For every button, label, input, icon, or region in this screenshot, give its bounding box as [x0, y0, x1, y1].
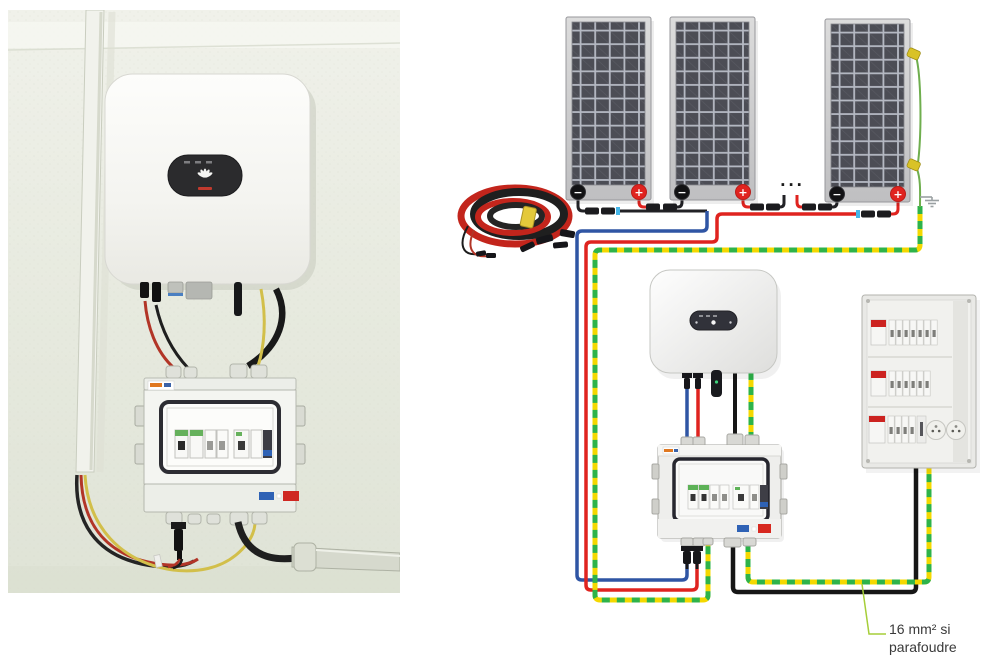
string-positive-wire — [584, 212, 856, 592]
ac-cable-photo — [246, 287, 286, 369]
antenna-icon — [234, 282, 242, 316]
mc4-connector-photo — [167, 522, 186, 570]
red-label — [758, 524, 771, 533]
inverter-to-box-wires-photo — [143, 287, 286, 370]
dongle-led-icon — [714, 380, 719, 384]
mc4-connectors-box — [681, 546, 703, 569]
wall-conduit-right — [291, 542, 400, 572]
status-led-icon — [195, 161, 201, 164]
dc-extension-cable-kit — [457, 184, 576, 258]
huawei-logo-icon — [197, 168, 213, 178]
ground-symbol-icon — [920, 196, 939, 208]
inverter-bottom-connectors-photo — [140, 281, 242, 316]
pv-earth-wire — [592, 206, 923, 603]
solar-panel-1 — [565, 16, 655, 205]
socket-outlet — [926, 420, 946, 440]
box-breakers — [687, 484, 768, 510]
inverter-photo — [104, 73, 316, 290]
breakers-photo — [174, 429, 272, 459]
ac-cable-out-photo — [234, 521, 297, 563]
callout-line — [861, 583, 886, 635]
installation-photo — [8, 10, 400, 593]
extension-blue-wire — [575, 211, 709, 582]
installation-photo-canvas — [8, 10, 400, 593]
breaker-row-1 — [870, 319, 938, 346]
more-panels-ellipsis: ... — [780, 172, 805, 190]
ac-output-wire — [730, 467, 919, 595]
inverter-dc-connectors — [682, 373, 703, 389]
cable-ferrule — [153, 554, 163, 568]
mc4-blue-marker — [616, 207, 620, 215]
red-label — [283, 491, 299, 501]
cable-tag — [519, 205, 537, 229]
status-led-icon — [184, 161, 190, 164]
solar-panel-2 — [669, 16, 759, 205]
distribution-board — [861, 294, 980, 473]
huawei-logo-icon — [711, 320, 716, 325]
mc4-blue-marker — [856, 210, 860, 218]
blue-label — [737, 525, 749, 532]
breaker-row-3 — [868, 415, 966, 444]
solar-panel-3 — [824, 18, 914, 207]
blue-label — [259, 492, 274, 500]
status-led-icon — [206, 161, 212, 164]
ac-earth-wire-green — [745, 467, 932, 585]
mc4-connectors-kit — [475, 229, 576, 258]
note-label-line2: parafoudre — [889, 639, 957, 655]
huawei-wordmark — [198, 187, 212, 190]
mc4-connectors-string — [585, 203, 891, 218]
socket-outlet — [946, 420, 966, 440]
diagram-wiring — [575, 195, 932, 603]
inverter-illustration — [649, 269, 781, 397]
breaker-row-2 — [870, 370, 931, 397]
note-label-line1: 16 mm² si — [889, 621, 950, 637]
protection-box-illustration — [651, 433, 788, 569]
junction-box-photo — [134, 363, 306, 526]
panel-earth-lead — [905, 46, 922, 208]
